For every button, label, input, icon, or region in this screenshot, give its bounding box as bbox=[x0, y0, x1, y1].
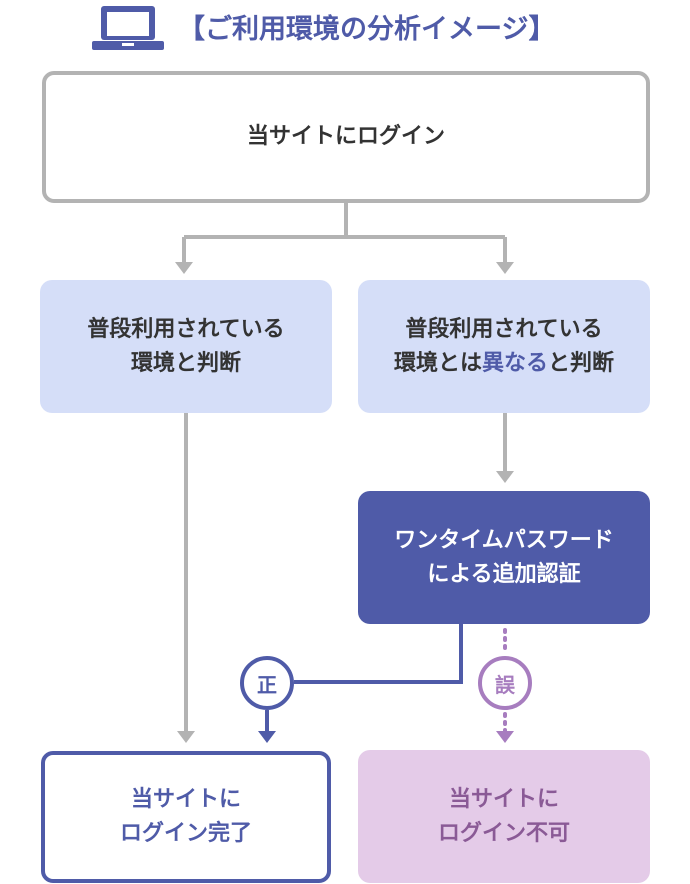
arrow-to-usual bbox=[175, 262, 193, 274]
usual-environment-line1: 普段利用されている bbox=[87, 316, 285, 342]
login-fail-box: 当サイトに ログイン不可 bbox=[358, 750, 650, 883]
login-start-label: 当サイトにログイン bbox=[246, 124, 445, 149]
unusual-environment-line2: 環境とは異なると判断 bbox=[394, 347, 614, 381]
unusual-environment-box: 普段利用されている 環境とは異なると判断 bbox=[358, 280, 650, 413]
login-complete-line1: 当サイトに bbox=[130, 787, 241, 812]
unusual-environment-line1: 普段利用されている bbox=[405, 316, 603, 342]
arrow-to-unusual bbox=[496, 262, 514, 274]
login-fail-line1: 当サイトに bbox=[448, 786, 559, 812]
arrow-to-complete-blue bbox=[258, 731, 276, 743]
login-complete-line2: ログイン完了 bbox=[119, 821, 252, 846]
arrow-to-fail bbox=[496, 731, 514, 743]
login-start-box: 当サイトにログイン bbox=[42, 71, 650, 203]
login-fail-line2: ログイン不可 bbox=[437, 820, 570, 846]
laptop-icon bbox=[92, 4, 164, 52]
page-title: 【ご利用環境の分析イメージ】 bbox=[178, 13, 556, 45]
usual-environment-box: 普段利用されている 環境と判断 bbox=[40, 280, 332, 413]
correct-badge: 正 bbox=[240, 656, 294, 710]
usual-environment-line2: 環境と判断 bbox=[130, 350, 241, 376]
branch-connector bbox=[182, 203, 507, 262]
correct-path-line bbox=[294, 624, 463, 684]
unusual-line2-accent: 異なる bbox=[481, 350, 548, 376]
unusual-line2-before: 環境とは bbox=[393, 350, 482, 376]
otp-auth-line2: による追加認証 bbox=[427, 561, 581, 587]
otp-auth-line1: ワンタイムパスワード bbox=[394, 527, 614, 553]
otp-auth-box: ワンタイムパスワード による追加認証 bbox=[358, 491, 650, 624]
wrong-badge: 誤 bbox=[478, 656, 532, 710]
arrow-to-otp bbox=[496, 471, 514, 483]
unusual-line2-after: と判断 bbox=[548, 350, 615, 376]
login-complete-box: 当サイトに ログイン完了 bbox=[41, 751, 331, 883]
arrow-to-complete-gray bbox=[177, 731, 195, 743]
